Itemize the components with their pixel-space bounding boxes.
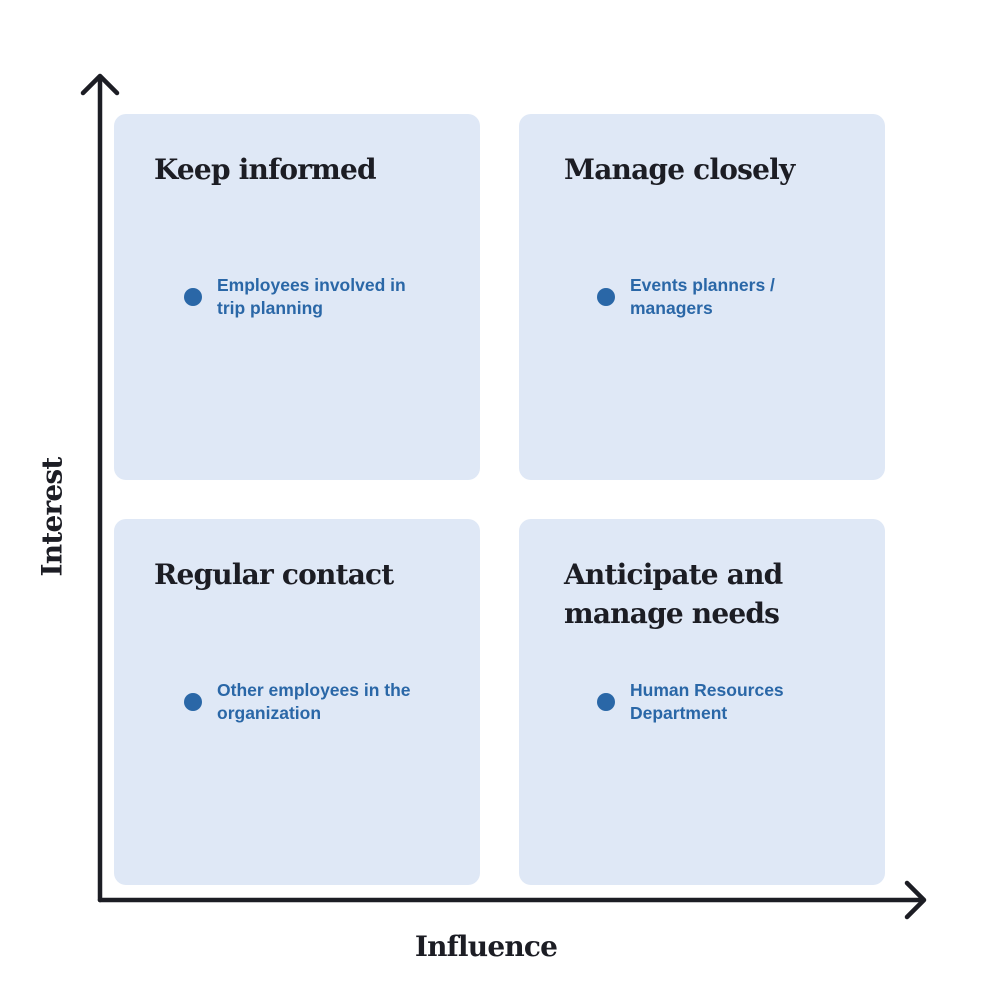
stakeholder-item: Events planners / managers	[597, 274, 797, 320]
quadrant-title: Keep informed	[154, 153, 377, 186]
bullet-dot	[597, 288, 615, 306]
bullet-dot	[184, 288, 202, 306]
stakeholder-item: Human Resources Department	[597, 679, 797, 725]
quadrant-title: Anticipate and manage needs	[564, 558, 783, 630]
y-axis-arrowhead	[80, 73, 120, 96]
stakeholder-label: Other employees in the organization	[217, 680, 411, 723]
x-axis-label: Influence	[414, 930, 558, 963]
stakeholder-item: Other employees in the organization	[184, 679, 414, 725]
stakeholder-label: Events planners / managers	[630, 275, 775, 318]
bullet-dot	[597, 693, 615, 711]
stakeholder-label: Human Resources Department	[630, 680, 784, 723]
stakeholder-label: Employees involved in trip planning	[217, 275, 406, 318]
quadrant-title: Regular contact	[154, 558, 394, 591]
quadrant-regular-contact: Regular contact Other employees in the o…	[114, 519, 480, 885]
quadrant-anticipate-needs: Anticipate and manage needs Human Resour…	[519, 519, 885, 885]
bullet-dot	[184, 693, 202, 711]
quadrant-title: Manage closely	[564, 153, 795, 186]
y-axis-label: Interest	[35, 457, 69, 577]
quadrant-manage-closely: Manage closely Events planners / manager…	[519, 114, 885, 480]
stakeholder-item: Employees involved in trip planning	[184, 274, 424, 320]
quadrant-keep-informed: Keep informed Employees involved in trip…	[114, 114, 480, 480]
x-axis-arrowhead	[904, 880, 927, 920]
